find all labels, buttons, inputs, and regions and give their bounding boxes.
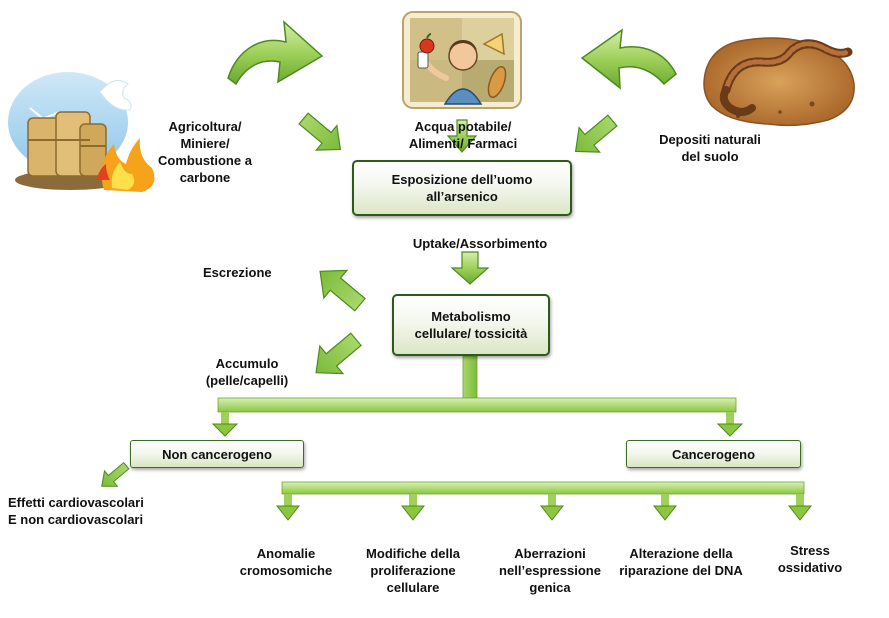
outcome-cell-proliferation: Modifiche della proliferazione cellulare bbox=[366, 546, 460, 595]
excretion-label: Escrezione bbox=[203, 265, 272, 280]
arrow-non-carcinogenic-effects bbox=[101, 461, 130, 487]
outcome-oxidative-stress: Stress ossidativo bbox=[777, 543, 843, 575]
carcinogenic-box: Cancerogeno bbox=[626, 440, 801, 468]
non-carcinogenic-effects-label: Effetti cardiovascolari E non cardiovasc… bbox=[8, 495, 144, 527]
source-label-food: Acqua potabile/ Alimenti/ Farmaci bbox=[408, 119, 518, 151]
outcome-dna-repair: Alterazione della riparazione del DNA bbox=[619, 546, 743, 578]
arrow-soil-to-exposure bbox=[574, 114, 618, 153]
arrow-excretion bbox=[319, 269, 366, 312]
burning-haystack-icon bbox=[8, 72, 155, 192]
curved-arrow-right bbox=[580, 28, 677, 90]
person-eating-icon bbox=[402, 11, 522, 109]
accumulation-label: Accumulo (pelle/capelli) bbox=[205, 356, 289, 388]
source-label-agriculture: Agricoltura/ Miniere/ Combustione a carb… bbox=[158, 119, 252, 185]
arrow-agriculture-to-exposure bbox=[298, 112, 342, 151]
carcinogenic-branch-connector bbox=[275, 481, 813, 521]
metabolism-box: Metabolismo cellulare/ tossicità bbox=[392, 294, 550, 356]
arrow-food-to-exposure bbox=[446, 119, 478, 153]
source-label-soil: Depositi naturali del suolo bbox=[659, 132, 761, 164]
non-carcinogenic-box: Non cancerogeno bbox=[130, 440, 304, 468]
arrow-accumulation bbox=[315, 332, 362, 375]
earthworm-in-soil-icon bbox=[703, 37, 855, 127]
exposure-box: Esposizione dell’uomo all’arsenico bbox=[352, 160, 572, 216]
metabolism-branch-connector bbox=[211, 355, 744, 437]
outcome-chromosomal-anomalies: Anomalie cromosomiche bbox=[239, 546, 333, 578]
curved-arrow-left bbox=[227, 20, 324, 86]
outcome-gene-expression: Aberrazioni nell’espressione genica bbox=[499, 546, 601, 595]
uptake-label: Uptake/Assorbimento bbox=[412, 236, 548, 251]
arrow-uptake bbox=[450, 251, 490, 285]
